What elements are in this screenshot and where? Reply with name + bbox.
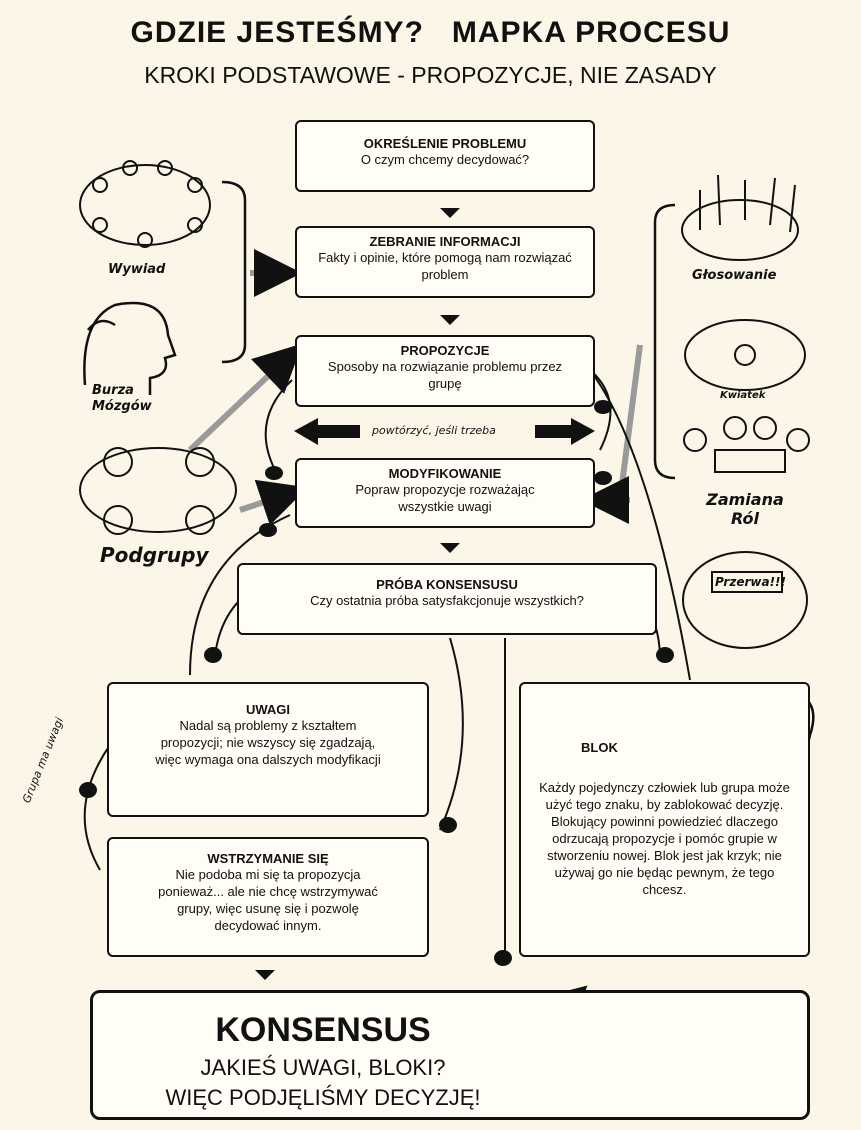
step-block-desc: Każdy pojedynczy człowiek lub grupa może… [539, 780, 790, 897]
step-problem: OKREŚLENIE PROBLEMU O czym chcemy decydo… [295, 120, 595, 192]
label-kwiatek: Kwiatek [720, 390, 766, 401]
flower-circle-icon [684, 319, 806, 391]
step-modify: MODYFIKOWANIE Popraw propozycje rozważaj… [295, 458, 595, 528]
right-bracket [653, 203, 676, 480]
consensus-box: KONSENSUS JAKIEŚ UWAGI, BLOKI? WIĘC PODJ… [90, 990, 810, 1120]
role-swap-icon [683, 416, 810, 473]
label-podgrupy: Podgrupy [100, 543, 209, 567]
step-modify-desc: Popraw propozycje rozważając wszystkie u… [355, 482, 535, 514]
step-attempt: PRÓBA KONSENSUSU Czy ostatnia próba saty… [237, 563, 657, 635]
step-abstain-desc: Nie podoba mi się ta propozycja ponieważ… [158, 867, 378, 933]
step-problem-title: OKREŚLENIE PROBLEMU [363, 136, 527, 151]
repeat-arrows-icon [294, 418, 595, 445]
step-remarks-desc: Nadal są problemy z kształtem propozycji… [155, 718, 381, 767]
left-bracket [221, 180, 247, 364]
step-block-title: BLOK [581, 740, 618, 755]
voting-icon [681, 174, 799, 261]
page-subtitle: KROKI PODSTAWOWE - PROPOZYCJE, NIE ZASAD… [144, 62, 717, 88]
step-info-title: ZEBRANIE INFORMACJI [369, 234, 521, 249]
step-modify-title: MODYFIKOWANIE [388, 466, 502, 481]
step-remarks: UWAGI Nadal są problemy z kształtem prop… [107, 682, 429, 817]
repeat-note: powtórzyć, jeśli trzeba [372, 424, 496, 437]
label-przerwa: Przerwa!!! [715, 575, 786, 589]
step-problem-desc: O czym chcemy decydować? [360, 152, 530, 167]
step-abstain: WSTRZYMANIE SIĘ Nie podoba mi się ta pro… [107, 837, 429, 957]
step-block: BLOK Każdy pojedynczy człowiek lub grupa… [519, 682, 810, 957]
label-zamiana: Zamiana Ról [706, 490, 784, 528]
break-icon [682, 551, 808, 649]
step-attempt-title: PRÓBA KONSENSUSU [376, 577, 518, 592]
step-info-desc: Fakty i opinie, które pomogą nam rozwiąz… [318, 250, 572, 282]
step-proposals-desc: Sposoby na rozwiązanie problemu przez gr… [327, 359, 563, 391]
step-proposals: PROPOZYCJE Sposoby na rozwiązanie proble… [295, 335, 595, 407]
consensus-title: KONSENSUS [215, 1011, 431, 1049]
step-info: ZEBRANIE INFORMACJI Fakty i opinie, któr… [295, 226, 595, 298]
wywiad-circle-icon [79, 160, 211, 248]
page-title: GDZIE JESTEŚMY? MAPKA PROCESU [130, 16, 731, 49]
subgroups-icon [79, 447, 237, 535]
label-glosowanie: Głosowanie [692, 268, 777, 283]
step-proposals-title: PROPOZYCJE [400, 343, 490, 358]
label-wywiad: Wywiad [108, 262, 166, 277]
consensus-line2: WIĘC PODJĘLIŚMY DECYZJĘ! [165, 1085, 481, 1110]
hand-pointer-icon [79, 400, 674, 966]
step-abstain-title: WSTRZYMANIE SIĘ [207, 851, 329, 866]
brain-head-icon [83, 301, 177, 395]
step-attempt-desc: Czy ostatnia próba satysfakcjonuje wszys… [310, 593, 584, 608]
step-remarks-title: UWAGI [245, 702, 291, 717]
down-arrow-icon [255, 208, 460, 980]
label-burza: Burza Mózgów [92, 383, 152, 414]
consensus-line1: JAKIEŚ UWAGI, BLOKI? [200, 1055, 446, 1080]
